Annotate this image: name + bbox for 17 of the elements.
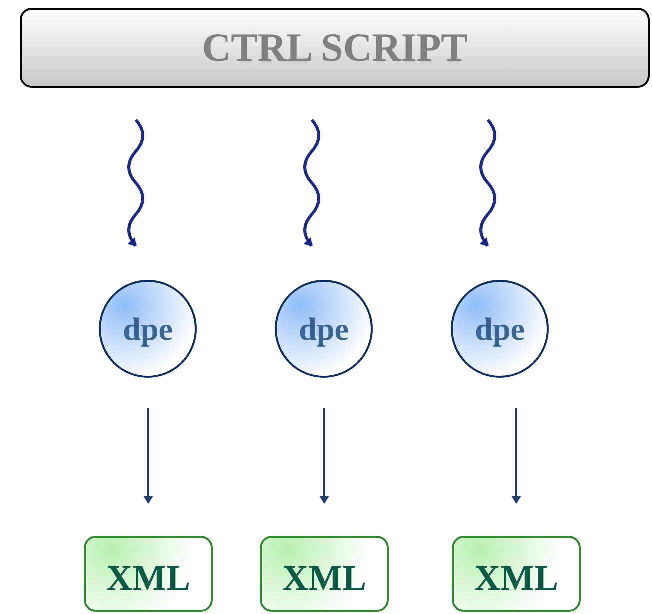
node-label: CTRL SCRIPT [202, 24, 468, 72]
arrow [144, 408, 154, 504]
node-label: XML [106, 557, 190, 600]
node-label: XML [282, 557, 366, 600]
arrow [480, 119, 496, 247]
xml-box [260, 536, 389, 612]
arrow [512, 408, 522, 504]
node-label: dpe [299, 310, 349, 349]
arrow [128, 119, 144, 247]
arrow [320, 408, 330, 504]
node-label: XML [474, 557, 558, 600]
xml-box [84, 536, 213, 612]
xml-box [452, 536, 581, 612]
header-box [20, 8, 650, 88]
node-label: dpe [475, 310, 525, 349]
arrow [304, 119, 320, 247]
node-label: dpe [123, 310, 173, 349]
